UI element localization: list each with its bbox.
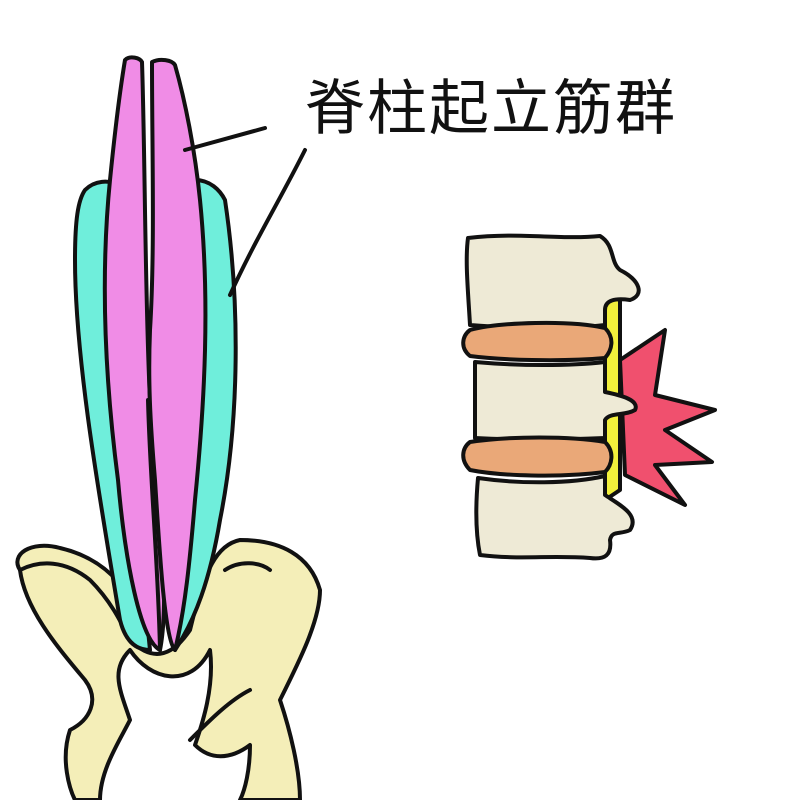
pain-burst-icon [618,328,717,507]
erector-spinae-muscle-icon [73,55,238,652]
lumbar-spine-icon [461,233,717,561]
muscle-label: 脊柱起立筋群 [305,74,677,144]
pointer-line [228,148,307,297]
pelvis-icon [15,538,322,800]
pointer-line [183,126,267,152]
